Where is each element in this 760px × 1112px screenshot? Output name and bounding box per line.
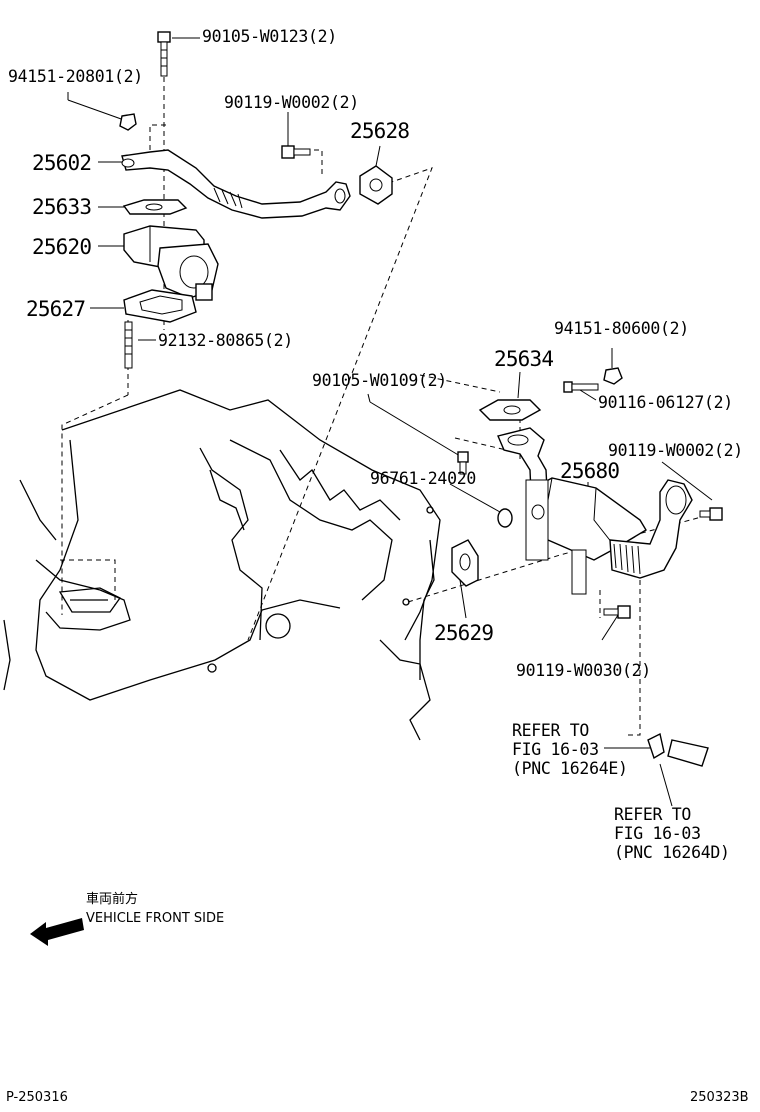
nut-94151-20801[interactable] xyxy=(119,113,137,131)
hose-16264d[interactable] xyxy=(667,739,709,767)
bolt-90119-w0030[interactable] xyxy=(603,605,631,619)
stud-92132-80865[interactable] xyxy=(124,321,133,369)
gasket-25633[interactable] xyxy=(122,199,188,215)
callout-90105-w0109[interactable]: 90105-W0109(2) xyxy=(312,371,447,390)
direction-label-en: VEHICLE FRONT SIDE xyxy=(86,911,225,926)
vehicle-front-arrow-icon xyxy=(30,918,84,946)
refer-b-line2: FIG 16-03 xyxy=(614,824,701,843)
nut-94151-80600[interactable] xyxy=(603,367,623,385)
callout-25634[interactable]: 25634 xyxy=(494,347,554,371)
callout-94151-20801[interactable]: 94151-20801(2) xyxy=(8,67,143,86)
callout-25620[interactable]: 25620 xyxy=(32,235,92,259)
callout-90119-w0030[interactable]: 90119-W0030(2) xyxy=(516,661,651,680)
gasket-25628[interactable] xyxy=(359,165,393,205)
callout-25633[interactable]: 25633 xyxy=(32,195,92,219)
callout-25602[interactable]: 25602 xyxy=(32,151,92,175)
callout-25680[interactable]: 25680 xyxy=(560,459,620,483)
callout-96761-24020[interactable]: 96761-24020 xyxy=(370,469,476,488)
gasket-25627[interactable] xyxy=(123,289,197,323)
footer-right-code: 250323B xyxy=(690,1090,749,1105)
footer-left-code: P-250316 xyxy=(6,1090,68,1105)
o-ring-96761-24020[interactable] xyxy=(497,508,513,528)
egr-cooler-25680[interactable] xyxy=(525,477,647,595)
engine-outline xyxy=(3,389,441,741)
refer-a-line1: REFER TO xyxy=(512,721,590,740)
refer-a-line3: (PNC 16264E) xyxy=(512,759,628,778)
direction-label-jp: 車両前方 xyxy=(86,892,139,907)
callout-90105-w0123[interactable]: 90105-W0123(2) xyxy=(202,27,337,46)
refer-b-line1: REFER TO xyxy=(614,805,692,824)
refer-b-line3: (PNC 16264D) xyxy=(614,843,730,862)
bolt-90116-06127[interactable] xyxy=(563,381,599,393)
callout-25627[interactable]: 25627 xyxy=(26,297,86,321)
bolt-90105-w0123[interactable] xyxy=(157,31,171,77)
callout-90119-w0002-right[interactable]: 90119-W0002(2) xyxy=(608,441,743,460)
egr-pipe-25602[interactable] xyxy=(121,149,351,219)
gasket-25634[interactable] xyxy=(478,399,542,421)
callout-90116-06127[interactable]: 90116-06127(2) xyxy=(598,393,733,412)
gasket-25629[interactable] xyxy=(451,539,479,587)
callout-92132-80865[interactable]: 92132-80865(2) xyxy=(158,331,293,350)
callout-25629[interactable]: 25629 xyxy=(434,621,494,645)
callout-25628[interactable]: 25628 xyxy=(350,119,410,143)
refer-a-line2: FIG 16-03 xyxy=(512,740,599,759)
bolt-90105-w0109[interactable] xyxy=(457,451,469,475)
flex-pipe-right xyxy=(609,479,693,579)
bolt-90119-w0002-upper[interactable] xyxy=(281,145,311,159)
callout-94151-80600[interactable]: 94151-80600(2) xyxy=(554,319,689,338)
callout-90119-w0002-upper[interactable]: 90119-W0002(2) xyxy=(224,93,359,112)
egr-valve-25620[interactable] xyxy=(123,225,219,301)
clamp-16264e[interactable] xyxy=(647,732,665,760)
bolt-90119-w0002-right[interactable] xyxy=(699,507,723,521)
